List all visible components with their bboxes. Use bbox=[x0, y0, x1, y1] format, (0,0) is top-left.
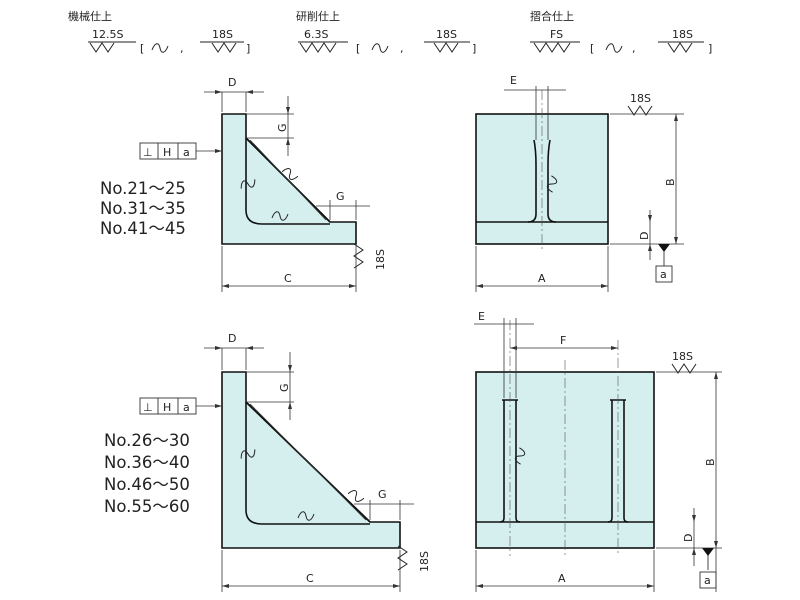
tolerance-datum: a bbox=[183, 401, 190, 414]
paren-close: ] bbox=[246, 42, 250, 55]
bottom-side-view: D G G C 18S ⊥ H a bbox=[104, 332, 431, 592]
finish-paren-grade: 18S bbox=[436, 28, 457, 41]
tolerance-datum: a bbox=[183, 146, 190, 159]
comma: , bbox=[180, 42, 184, 55]
dim-c: C bbox=[284, 272, 292, 285]
dim-b: B bbox=[664, 178, 677, 186]
dim-c: C bbox=[306, 572, 314, 585]
finish-grade: 6.3S bbox=[304, 28, 328, 41]
datum-label: a bbox=[660, 268, 667, 281]
top-side-view: D G G C 18S ⊥ H a bbox=[100, 76, 387, 292]
tolerance-frame: ⊥ H a bbox=[139, 397, 222, 415]
dim-g-vertical: G bbox=[276, 123, 289, 132]
tolerance-grade: H bbox=[163, 401, 171, 414]
bottom-front-view: E F B D 18S a A bbox=[474, 310, 722, 592]
paren-open: [ bbox=[590, 42, 594, 55]
dim-d: D bbox=[228, 76, 236, 89]
finish-paren-grade: 18S bbox=[672, 28, 693, 41]
tolerance-symbol: ⊥ bbox=[143, 146, 153, 159]
dim-g-horizontal: G bbox=[378, 488, 387, 501]
dim-d-right: D bbox=[682, 534, 695, 542]
dim-b: B bbox=[704, 458, 717, 466]
model-number: No.21～25 bbox=[100, 179, 186, 198]
dim-d-right: D bbox=[638, 232, 651, 240]
tolerance-symbol: ⊥ bbox=[143, 401, 153, 414]
finish-grade: 12.5S bbox=[92, 28, 123, 41]
comma: , bbox=[632, 42, 636, 55]
finish-machined: 機械仕上 12.5S [ , 18S ] bbox=[68, 9, 250, 55]
paren-close: ] bbox=[472, 42, 476, 55]
finish-grade: FS bbox=[550, 28, 563, 41]
surface-mark-top: 18S bbox=[630, 92, 651, 105]
finish-title: 機械仕上 bbox=[68, 9, 112, 23]
model-number: No.31～35 bbox=[100, 199, 186, 218]
dim-d: D bbox=[228, 332, 236, 345]
dim-e: E bbox=[510, 74, 517, 87]
datum-label: a bbox=[704, 574, 711, 587]
paren-open: [ bbox=[356, 42, 360, 55]
finish-scraped: 摺合仕上 FS [ , 18S ] bbox=[530, 9, 712, 55]
dim-f: F bbox=[560, 334, 566, 347]
finish-title: 研削仕上 bbox=[296, 9, 340, 23]
tolerance-frame: ⊥ H a bbox=[139, 142, 222, 160]
surface-mark-right: 18S bbox=[418, 551, 431, 572]
paren-open: [ bbox=[140, 42, 144, 55]
dim-e: E bbox=[478, 310, 485, 323]
top-front-view: E B D 18S a A bbox=[475, 74, 684, 292]
finish-title: 摺合仕上 bbox=[530, 9, 574, 23]
surface-mark-right: 18S bbox=[374, 249, 387, 270]
finish-ground: 研削仕上 6.3S [ , 18S ] bbox=[296, 9, 476, 55]
finish-paren-grade: 18S bbox=[212, 28, 233, 41]
comma: , bbox=[400, 42, 404, 55]
model-number: No.55～60 bbox=[104, 497, 190, 516]
model-number: No.41～45 bbox=[100, 219, 186, 238]
dim-a: A bbox=[558, 572, 566, 585]
finish-header: 機械仕上 12.5S [ , 18S ] 研削仕上 6.3S [ , 18S ] bbox=[68, 9, 712, 55]
model-number: No.26～30 bbox=[104, 431, 190, 450]
dim-a: A bbox=[538, 272, 546, 285]
dim-g-vertical: G bbox=[278, 383, 291, 392]
tolerance-grade: H bbox=[163, 146, 171, 159]
surface-mark-top: 18S bbox=[672, 350, 693, 363]
model-number: No.36～40 bbox=[104, 453, 190, 472]
paren-close: ] bbox=[708, 42, 712, 55]
model-number: No.46～50 bbox=[104, 475, 190, 494]
dim-g-horizontal: G bbox=[336, 190, 345, 203]
